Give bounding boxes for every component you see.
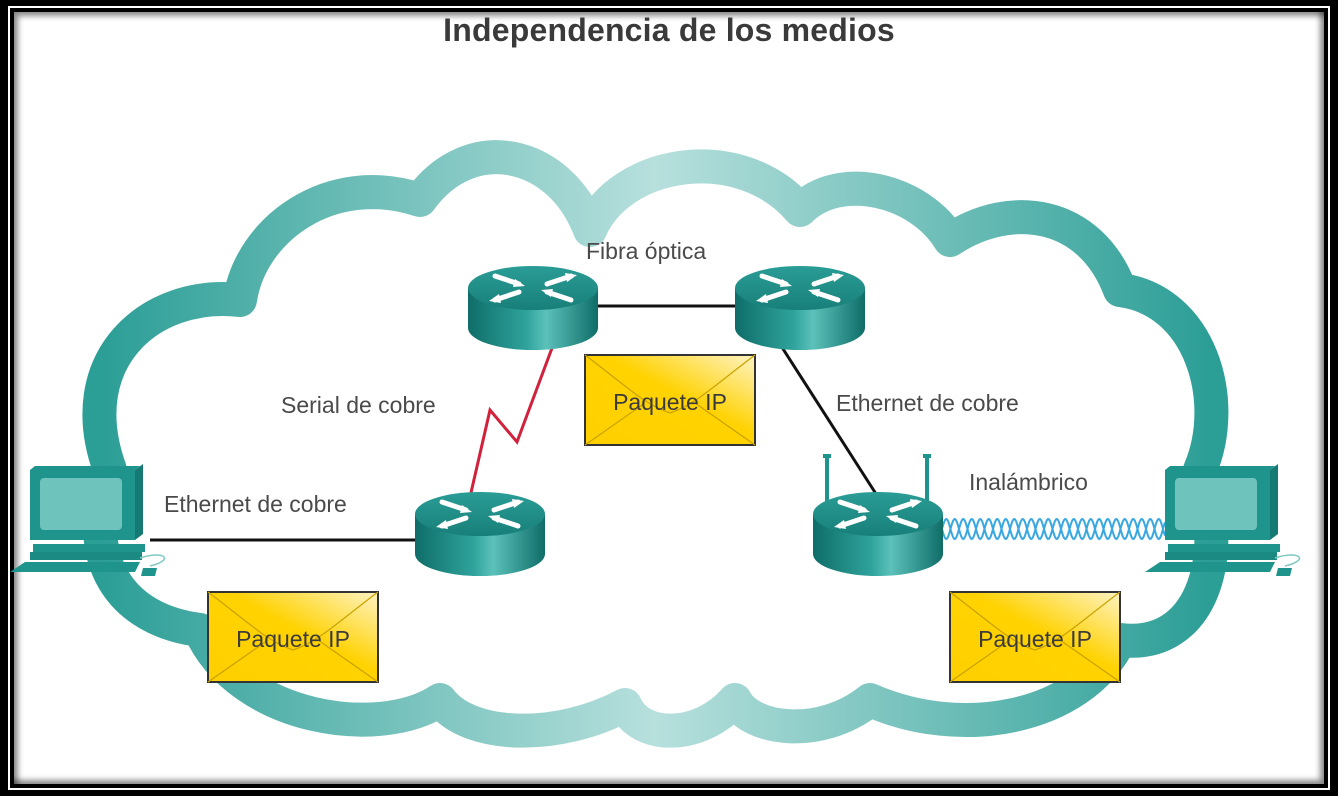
router-top-left (468, 266, 598, 350)
ip-packet-center: Paquete IP (584, 354, 756, 446)
ip-packet-left: Paquete IP (207, 591, 379, 683)
label-fiber: Fibra óptica (586, 238, 707, 264)
ethernet-link-right (774, 337, 880, 498)
pc-left (9, 463, 166, 577)
wireless-link (941, 517, 1166, 541)
packet-label: Paquete IP (236, 626, 350, 652)
pc-right (1144, 463, 1301, 577)
packet-label: Paquete IP (978, 626, 1092, 652)
router-bottom-left (415, 492, 545, 576)
wireless-router (813, 454, 943, 576)
wireless-wave (941, 517, 1166, 541)
cloud-outline (82, 140, 1229, 748)
router-top-right (735, 266, 865, 350)
label-serial-copper: Serial de cobre (281, 392, 436, 418)
label-ethernet-copper-left: Ethernet de cobre (164, 491, 347, 517)
packet-label: Paquete IP (613, 389, 727, 415)
label-wireless: Inalámbrico (969, 469, 1088, 495)
diagram-title: Independencia de los medios (443, 12, 895, 48)
wireless-wave (941, 517, 1166, 541)
ip-packet-right: Paquete IP (949, 591, 1121, 683)
label-ethernet-copper-right: Ethernet de cobre (836, 390, 1019, 416)
serial-link (468, 339, 557, 498)
